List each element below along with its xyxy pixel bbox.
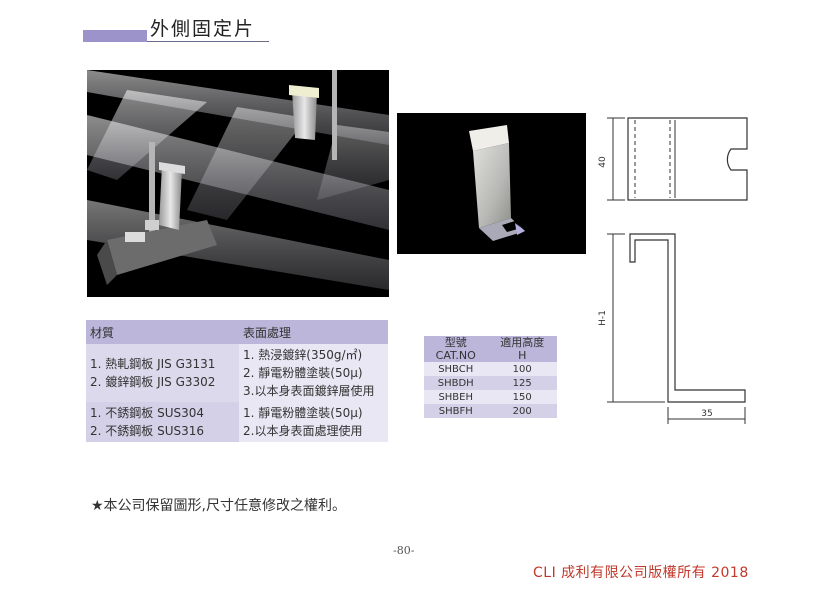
page-title: 外側固定片 — [150, 18, 256, 40]
installation-photo — [87, 70, 389, 297]
material-item: 1. 不銹鋼板 SUS304 — [90, 406, 205, 420]
catalog-row: SHBFH 200 — [424, 404, 557, 418]
treatment-cell: 1. 熱浸鍍鋅(350g/㎡) 2. 靜電粉體塗裝(50μ) 3.以本身表面鍍鋅… — [239, 344, 388, 402]
treatment-item: 2.以本身表面處理使用 — [243, 424, 363, 438]
catalog-table: 型號 CAT.NO 適用高度 H SHBCH 100 SHBDH 125 SHB… — [424, 336, 557, 418]
catalog-row: SHBEH 150 — [424, 390, 557, 404]
treatment-header: 表面處理 — [239, 320, 388, 344]
catalog-row: SHBDH 125 — [424, 376, 557, 390]
material-item: 1. 熱軋鋼板 JIS G3131 — [90, 357, 216, 371]
material-item: 2. 鍍鋅鋼板 JIS G3302 — [90, 375, 216, 389]
technical-drawing: 40 H-1 35 — [598, 117, 748, 424]
materials-table: 材質 表面處理 1. 熱軋鋼板 JIS G3131 2. 鍍鋅鋼板 JIS G3… — [86, 320, 388, 442]
catalog-header-h: 適用高度 H — [487, 336, 557, 362]
catalog-header-line: 適用高度 — [500, 336, 545, 349]
dim-height-label: 40 — [598, 156, 608, 168]
catalog-h-cell: 100 — [512, 363, 532, 375]
catalog-header-line: CAT.NO — [435, 349, 476, 362]
catalog-header-line: 型號 — [444, 336, 467, 349]
material-cell: 1. 熱軋鋼板 JIS G3131 2. 鍍鋅鋼板 JIS G3302 — [86, 344, 239, 402]
catalog-cat-cell: SHBCH — [438, 363, 474, 375]
catalog-h-cell: 150 — [512, 391, 532, 403]
treatment-item: 2. 靜電粉體塗裝(50μ) — [243, 366, 363, 380]
catalog-cat-cell: SHBEH — [438, 391, 474, 403]
treatment-item: 1. 靜電粉體塗裝(50μ) — [243, 406, 363, 420]
treatment-item: 1. 熱浸鍍鋅(350g/㎡) — [243, 348, 363, 362]
part-photo — [397, 113, 586, 254]
material-header: 材質 — [86, 320, 239, 344]
materials-group-row: 1. 熱軋鋼板 JIS G3131 2. 鍍鋅鋼板 JIS G3302 1. 熱… — [86, 344, 388, 402]
catalog-header-cat: 型號 CAT.NO — [424, 336, 488, 362]
catalog-cat-cell: SHBDH — [437, 377, 474, 389]
treatment-cell: 1. 靜電粉體塗裝(50μ) 2.以本身表面處理使用 — [239, 402, 388, 442]
catalog-cat-cell: SHBFH — [438, 405, 473, 417]
catalog-header-line: H — [518, 349, 527, 362]
material-cell: 1. 不銹鋼板 SUS304 2. 不銹鋼板 SUS316 — [86, 402, 239, 442]
dim-width-label: 35 — [701, 409, 712, 419]
treatment-item: 3.以本身表面鍍鋅層使用 — [243, 384, 375, 398]
catalog-h-cell: 125 — [512, 377, 532, 389]
header-underline — [147, 41, 269, 42]
rights-note: ★本公司保留圖形,尺寸任意修改之權利。 — [91, 498, 346, 514]
materials-group-row: 1. 不銹鋼板 SUS304 2. 不銹鋼板 SUS316 1. 靜電粉體塗裝(… — [86, 402, 388, 442]
dim-h-label: H-1 — [598, 310, 608, 326]
page-number: -80- — [393, 544, 415, 557]
copyright-text: CLI 成利有限公司版權所有 2018 — [533, 565, 749, 581]
catalog-header-row: 型號 CAT.NO 適用高度 H — [424, 336, 557, 362]
catalog-row: SHBCH 100 — [424, 362, 557, 376]
material-item: 2. 不銹鋼板 SUS316 — [90, 424, 205, 438]
materials-header-row: 材質 表面處理 — [86, 320, 388, 344]
catalog-h-cell: 200 — [512, 405, 532, 417]
header-accent-bar — [83, 30, 147, 42]
